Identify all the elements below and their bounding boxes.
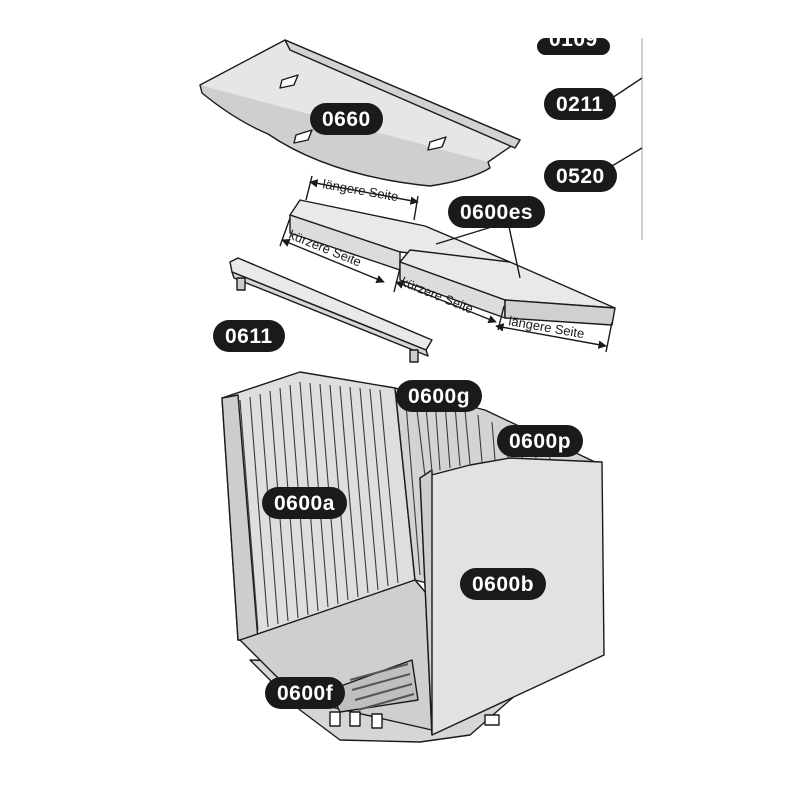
dimension-kuerzere-left [279,217,385,284]
leader-0600es-b [507,221,521,279]
part-label-0211: 0211 [544,88,616,120]
part-label-0611: 0611 [213,320,285,352]
part-label-0600f: 0600f [265,677,346,709]
part-label-0600b: 0600b [460,568,547,600]
part-label-0109: 0109 [537,38,610,55]
dimension-laengere-top [305,175,419,221]
part-label-0520: 0520 [544,160,617,192]
leader-0520 [611,147,643,167]
firebox-assembly [221,371,605,743]
part-label-0600es: 0600es [448,196,546,228]
part-label-0600g: 0600g [396,380,483,412]
part-label-0600a: 0600a [262,487,347,519]
part-0611-support-bar [229,257,433,363]
dimension-laengere-bottom [495,321,613,353]
part-label-0660: 0660 [310,103,383,135]
leader-0211 [611,77,643,99]
part-label-0600p: 0600p [497,425,584,457]
